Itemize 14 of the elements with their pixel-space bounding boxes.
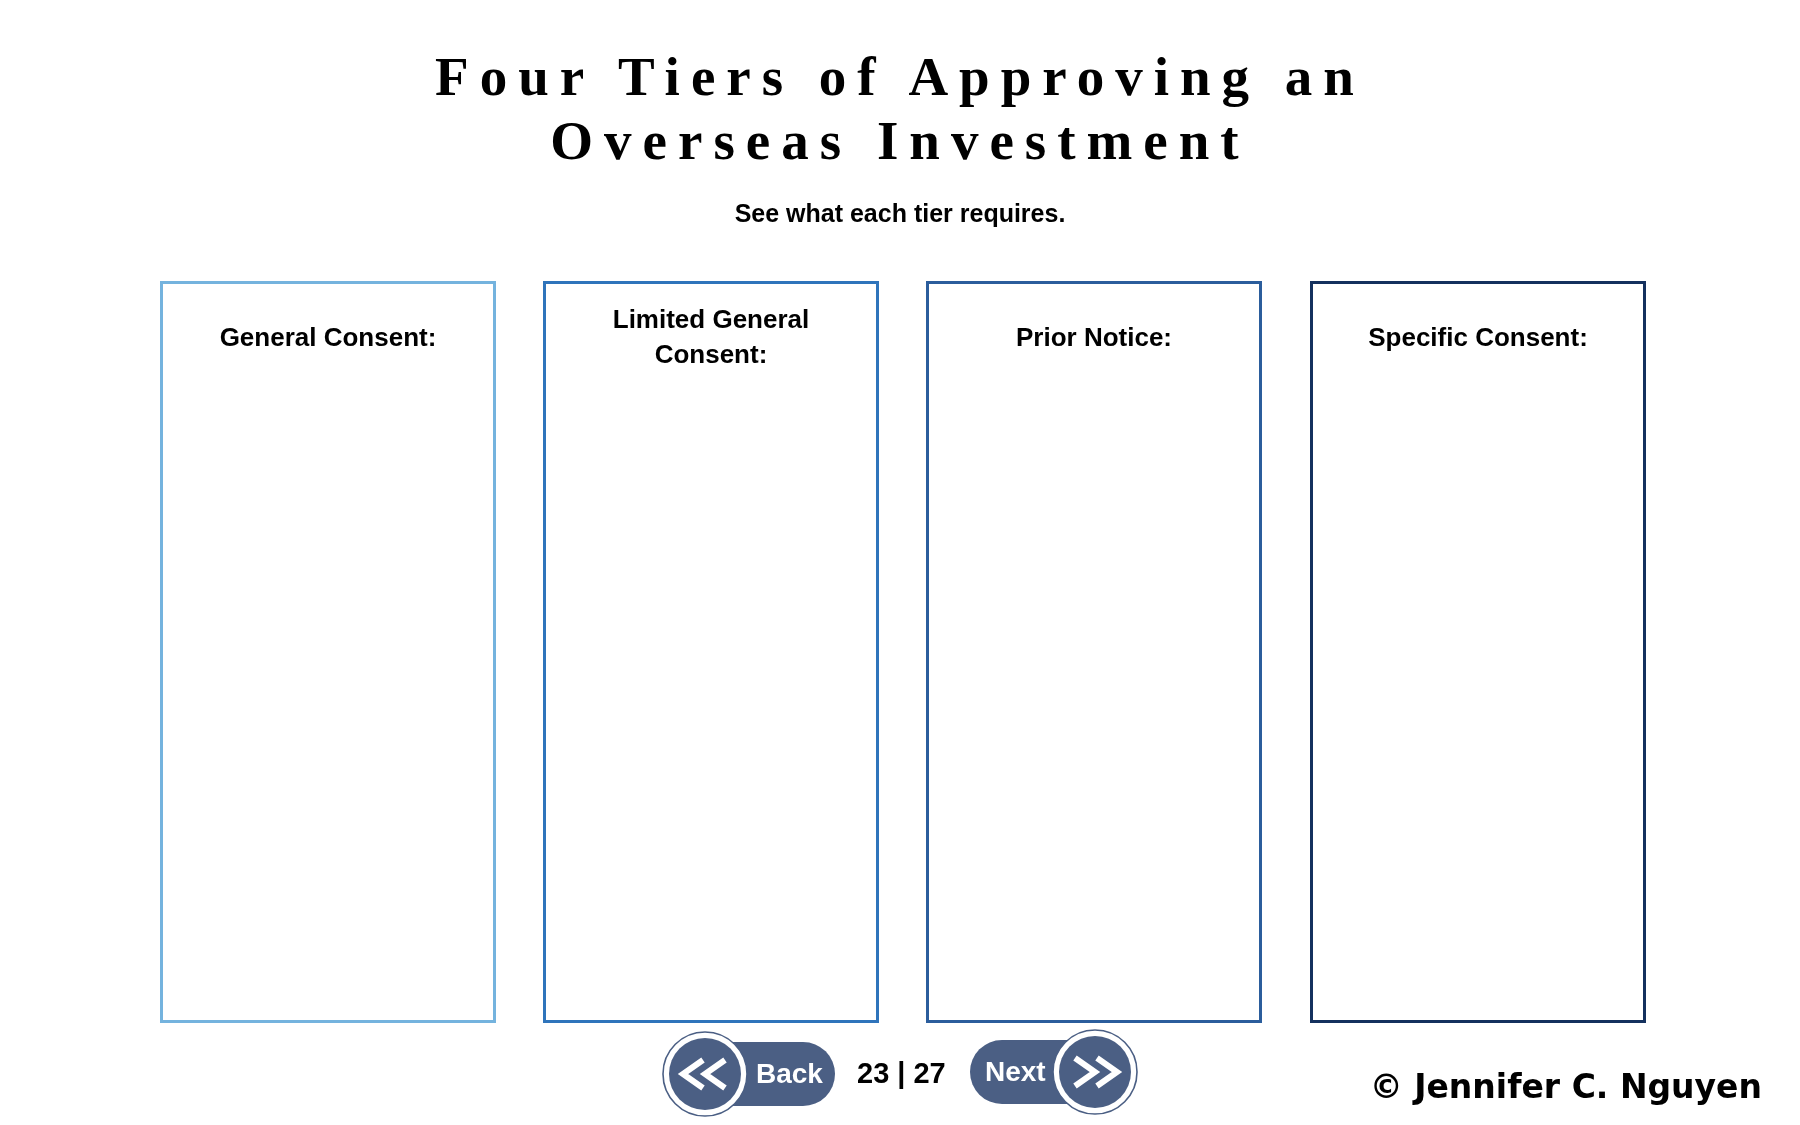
tier-panel — [926, 281, 1262, 1023]
tier-panel — [543, 281, 879, 1023]
tier-heading: Prior Notice: — [1016, 320, 1172, 354]
tier-heading: Specific Consent: — [1368, 320, 1588, 354]
page-counter: 23 | 27 — [857, 1056, 946, 1090]
tier-panel — [1310, 281, 1646, 1023]
title: Four Tiers of Approving an Overseas Investment — [434, 45, 1366, 173]
copyright-notice: © Jennifer C. Nguyen — [1369, 1067, 1762, 1107]
tier-heading: Limited General Consent: — [611, 303, 811, 371]
tier-panel — [160, 281, 496, 1023]
tier-heading: General Consent: — [219, 320, 437, 354]
subtitle: See what each tier requires. — [734, 198, 1066, 229]
back-button: Back — [662, 1031, 835, 1117]
next-button: Next — [970, 1029, 1138, 1115]
